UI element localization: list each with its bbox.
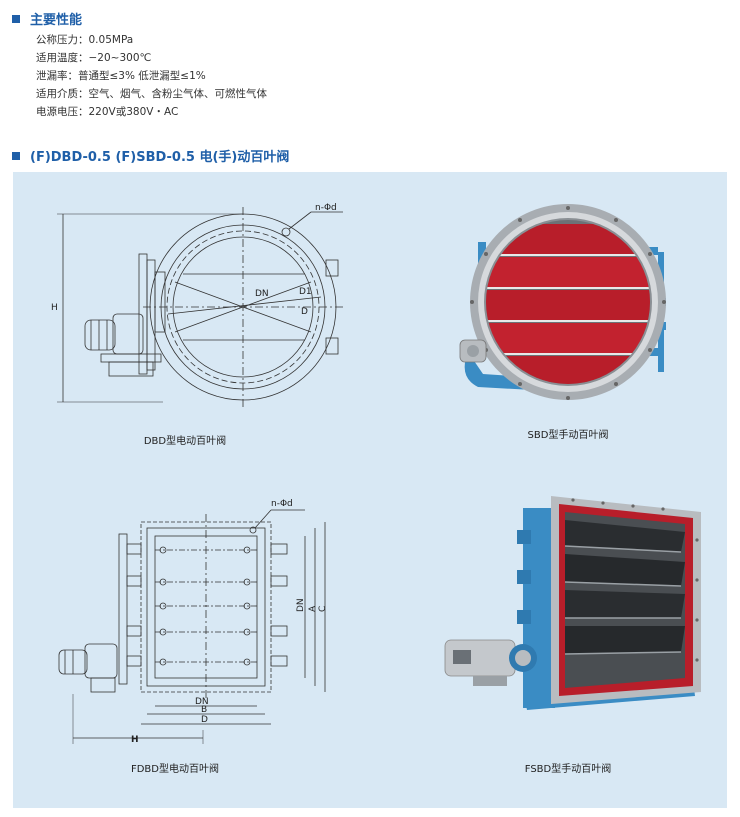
spec-leakage: 泄漏率：普通型≤3% 低泄漏型≤1% [36, 70, 206, 82]
spec-voltage: 电源电压：220V或380V・AC [36, 106, 179, 118]
dbd-label-dn: DN [255, 289, 269, 299]
caption-sbd: SBD型手动百叶阀 [527, 430, 609, 441]
section-performance-label: 主要性能 [30, 13, 83, 28]
fdbd-drawing: n-Φd DN B D H DN A C [58, 499, 328, 745]
spec-pressure: 公称压力：0.05MPa [36, 34, 134, 46]
dbd-label-h: H [51, 303, 58, 313]
caption-fsbd: FSBD型手动百叶阀 [524, 764, 612, 775]
dbd-label-n-phi-d: n-Φd [315, 203, 337, 213]
fdbd-label-d: D [201, 715, 208, 725]
spec-list: 公称压力：0.05MPa 适用温度：−20~300℃ 泄漏率：普通型≤3% 低泄… [36, 31, 267, 121]
fdbd-label-b: B [201, 705, 207, 715]
fdbd-label-dn-v: DN [296, 598, 306, 612]
caption-dbd: DBD型电动百叶阀 [143, 436, 227, 447]
fdbd-label-dn-h: DN [195, 697, 209, 707]
fsbd-photo [444, 496, 701, 710]
sbd-photo [459, 204, 666, 400]
dbd-label-d: D [301, 307, 308, 317]
spec-temperature: 适用温度：−20~300℃ [36, 52, 152, 64]
dbd-label-d1: D1 [299, 287, 312, 297]
fdbd-label-h: H [131, 735, 139, 745]
fdbd-label-a: A [308, 605, 318, 612]
fdbd-label-n-phi-d: n-Φd [271, 499, 293, 509]
dbd-drawing: n-Φd DN D1 D H [51, 203, 343, 407]
section-product-title: (F)DBD-0.5 (F)SBD-0.5 电(手)动百叶阀 [12, 146, 289, 165]
section-product-label: (F)DBD-0.5 (F)SBD-0.5 电(手)动百叶阀 [30, 150, 290, 165]
square-bullet-icon [12, 14, 20, 23]
square-bullet-icon [12, 151, 20, 160]
fdbd-label-c: C [318, 606, 328, 612]
section-performance-title: 主要性能 [12, 9, 82, 28]
spec-medium: 适用介质：空气、烟气、含粉尘气体、可燃性气体 [36, 88, 267, 100]
caption-fdbd: FDBD型电动百叶阀 [130, 764, 219, 775]
product-panel: n-Φd DN D1 D H DBD型电动百叶阀 [13, 172, 727, 808]
